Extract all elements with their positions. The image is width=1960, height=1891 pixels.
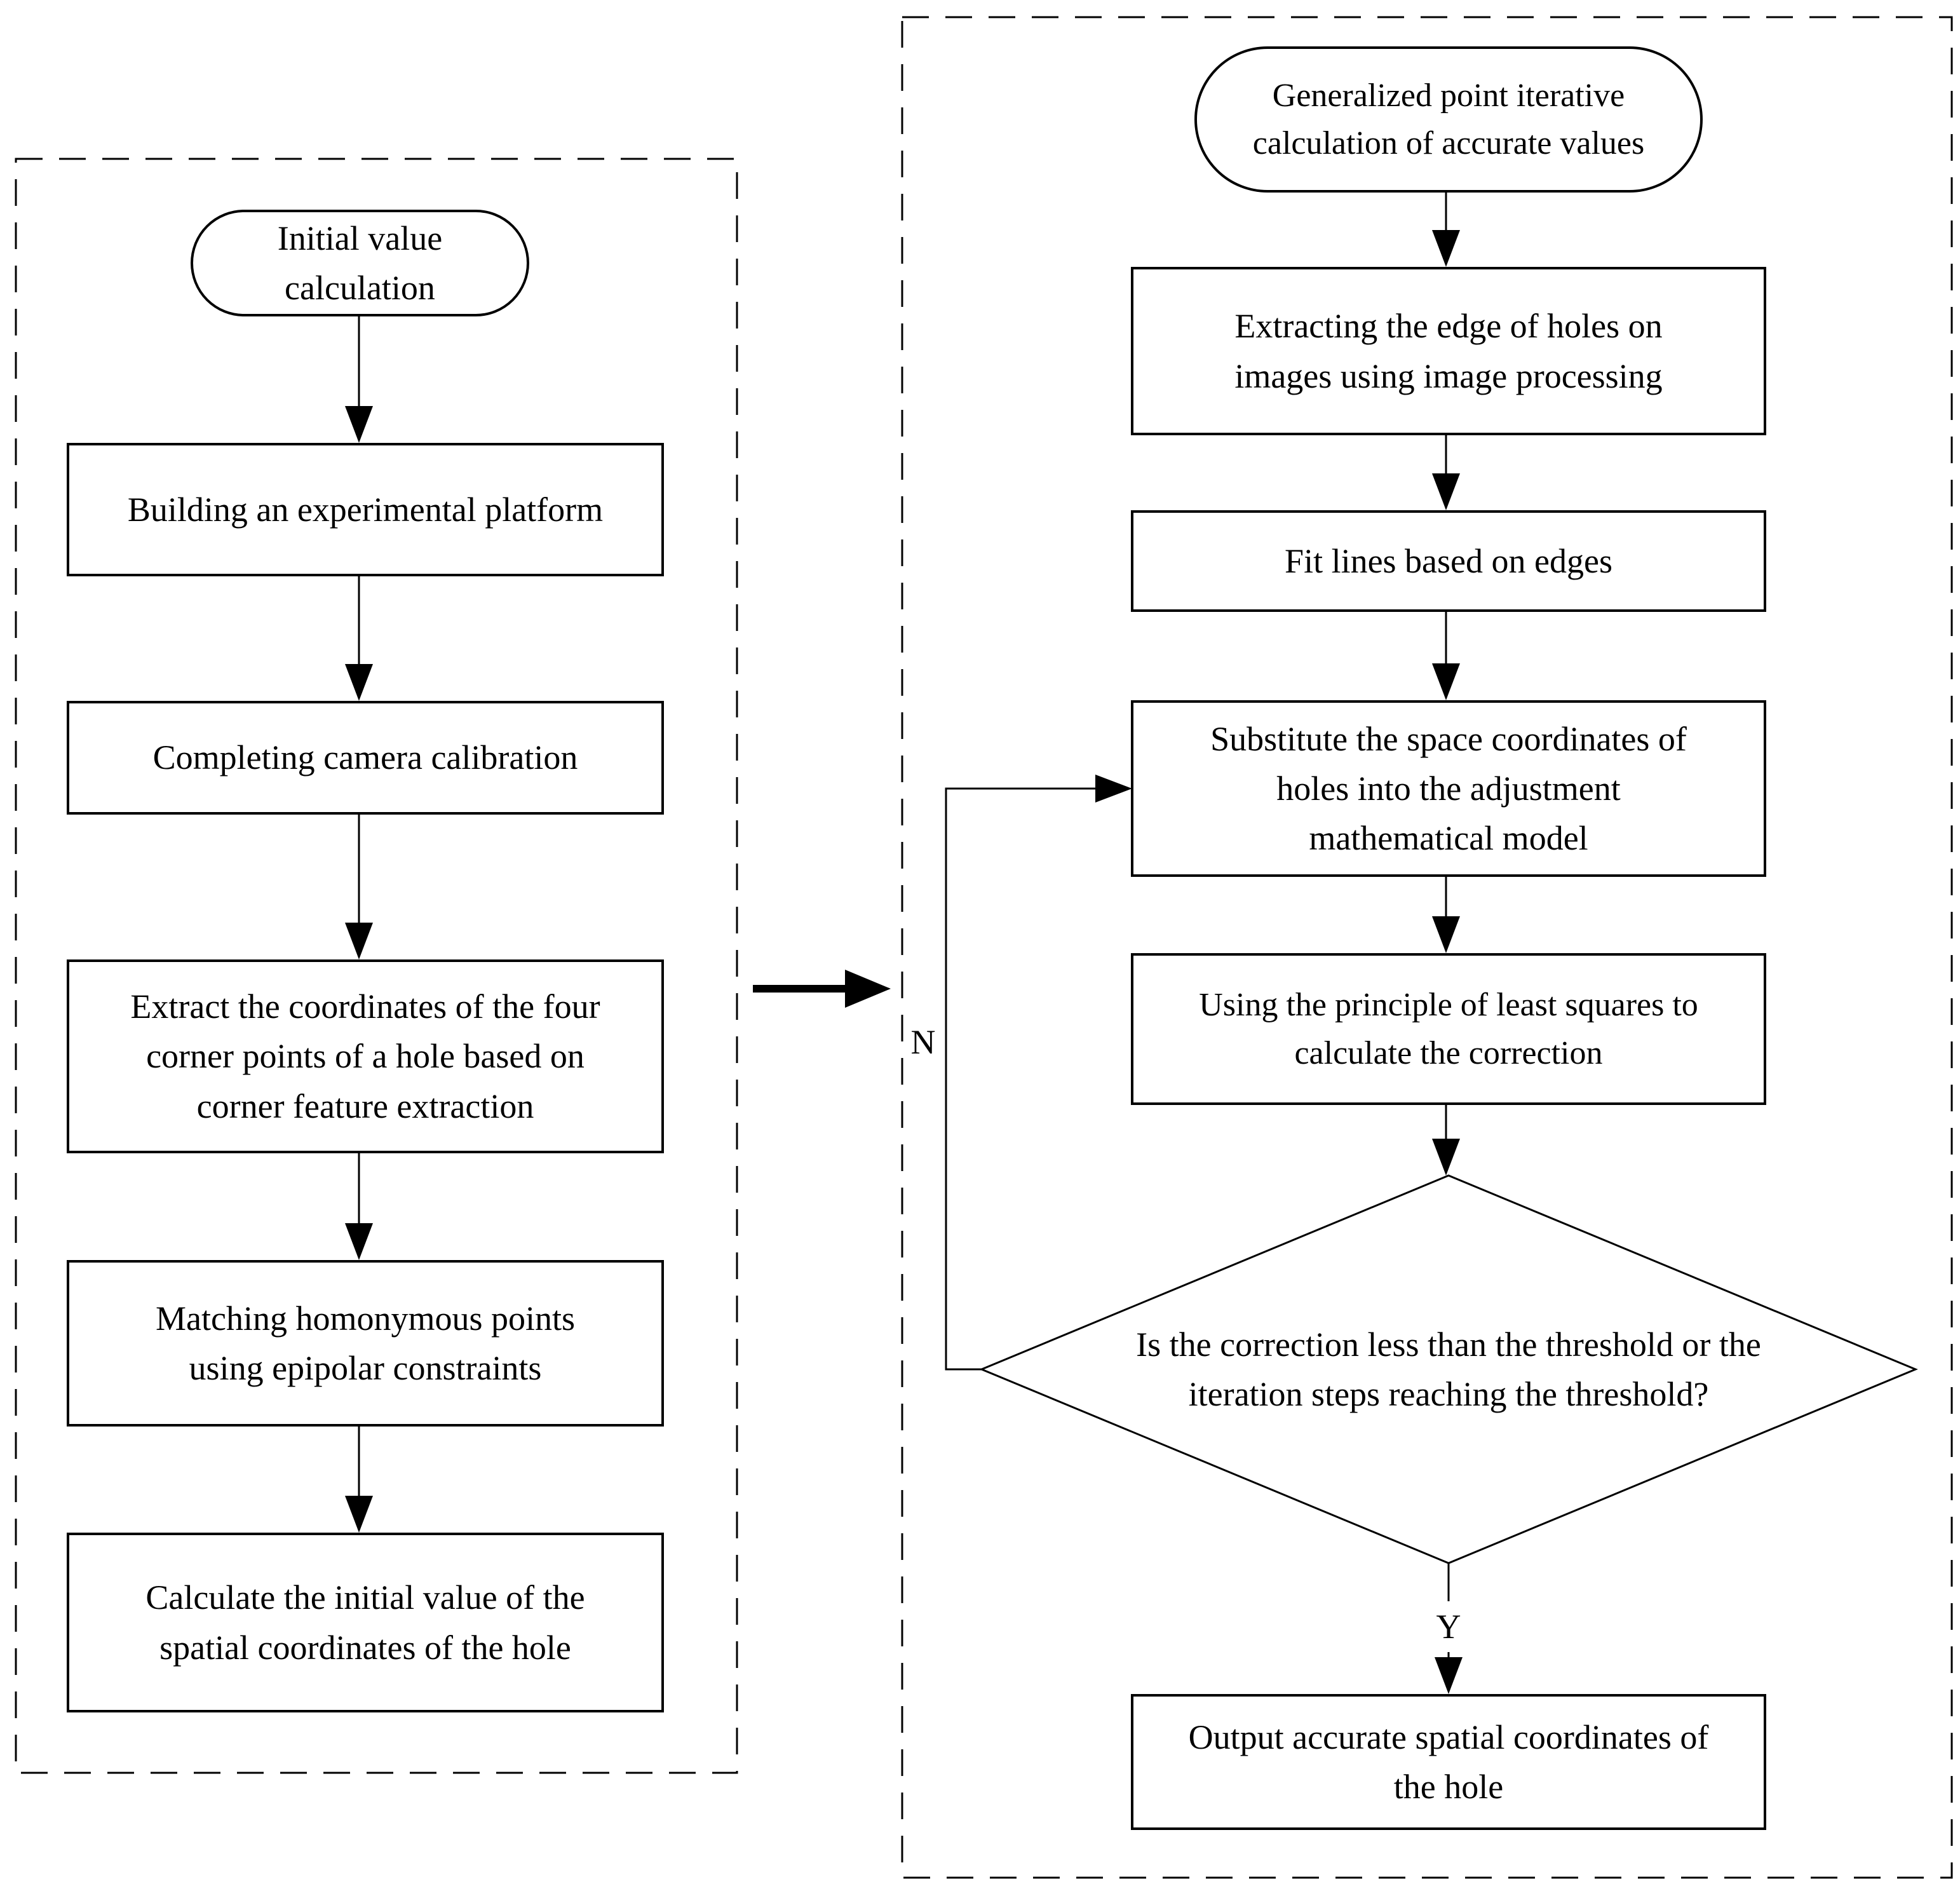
step-calculate-initial-value-label: Calculate the initial value of the spati…: [145, 1578, 585, 1667]
step-building-platform: Building an experimental platform: [67, 443, 664, 576]
step-extract-corner-points: Extract the coordinates of the four corn…: [67, 959, 664, 1153]
decision-threshold-label: Is the correction less than the threshol…: [1136, 1325, 1761, 1413]
right-flow-arrows: [1432, 193, 1463, 1694]
step-fit-lines-label: Fit lines based on edges: [1285, 541, 1612, 580]
step-matching-points-label: Matching homonymous points using epipola…: [156, 1299, 575, 1387]
start-node-generalized-iteration-label: Generalized point iterative calculation …: [1252, 77, 1645, 161]
no-feedback-arrow: [945, 775, 1132, 1371]
step-extract-hole-edges: Extracting the edge of holes on images u…: [1131, 267, 1766, 435]
step-extract-corner-points-label: Extract the coordinates of the four corn…: [130, 987, 600, 1125]
step-least-squares: Using the principle of least squares to …: [1131, 953, 1766, 1105]
start-node-generalized-iteration: Generalized point iterative calculation …: [1194, 46, 1703, 193]
left-group-border: [15, 158, 738, 1774]
step-extract-hole-edges-label: Extracting the edge of holes on images u…: [1234, 307, 1663, 395]
step-calculate-initial-value: Calculate the initial value of the spati…: [67, 1533, 664, 1712]
right-group-border: [901, 16, 1953, 1879]
step-output-coordinates-label: Output accurate spatial coordinates of t…: [1188, 1718, 1709, 1806]
step-output-coordinates: Output accurate spatial coordinates of t…: [1131, 1694, 1766, 1830]
step-camera-calibration: Completing camera calibration: [67, 701, 664, 815]
step-building-platform-label: Building an experimental platform: [127, 490, 604, 529]
decision-threshold: Is the correction less than the threshol…: [1020, 1176, 1877, 1563]
step-substitute-coordinates-label: Substitute the space coordinates of hole…: [1210, 719, 1687, 858]
step-least-squares-label: Using the principle of least squares to …: [1199, 987, 1698, 1071]
step-substitute-coordinates: Substitute the space coordinates of hole…: [1131, 700, 1766, 877]
panel-transfer-arrow: [753, 970, 891, 1008]
step-camera-calibration-label: Completing camera calibration: [152, 738, 578, 777]
no-branch-label: N: [910, 1022, 936, 1061]
start-node-initial-value: Initial value calculation: [191, 210, 529, 316]
left-flow-arrows: [345, 316, 373, 1533]
decision-diamond-shape: [979, 1174, 1918, 1564]
yes-branch-label: Y: [1428, 1601, 1469, 1652]
start-node-initial-value-label: Initial value calculation: [277, 219, 443, 307]
step-matching-points: Matching homonymous points using epipola…: [67, 1260, 664, 1427]
step-fit-lines: Fit lines based on edges: [1131, 510, 1766, 612]
